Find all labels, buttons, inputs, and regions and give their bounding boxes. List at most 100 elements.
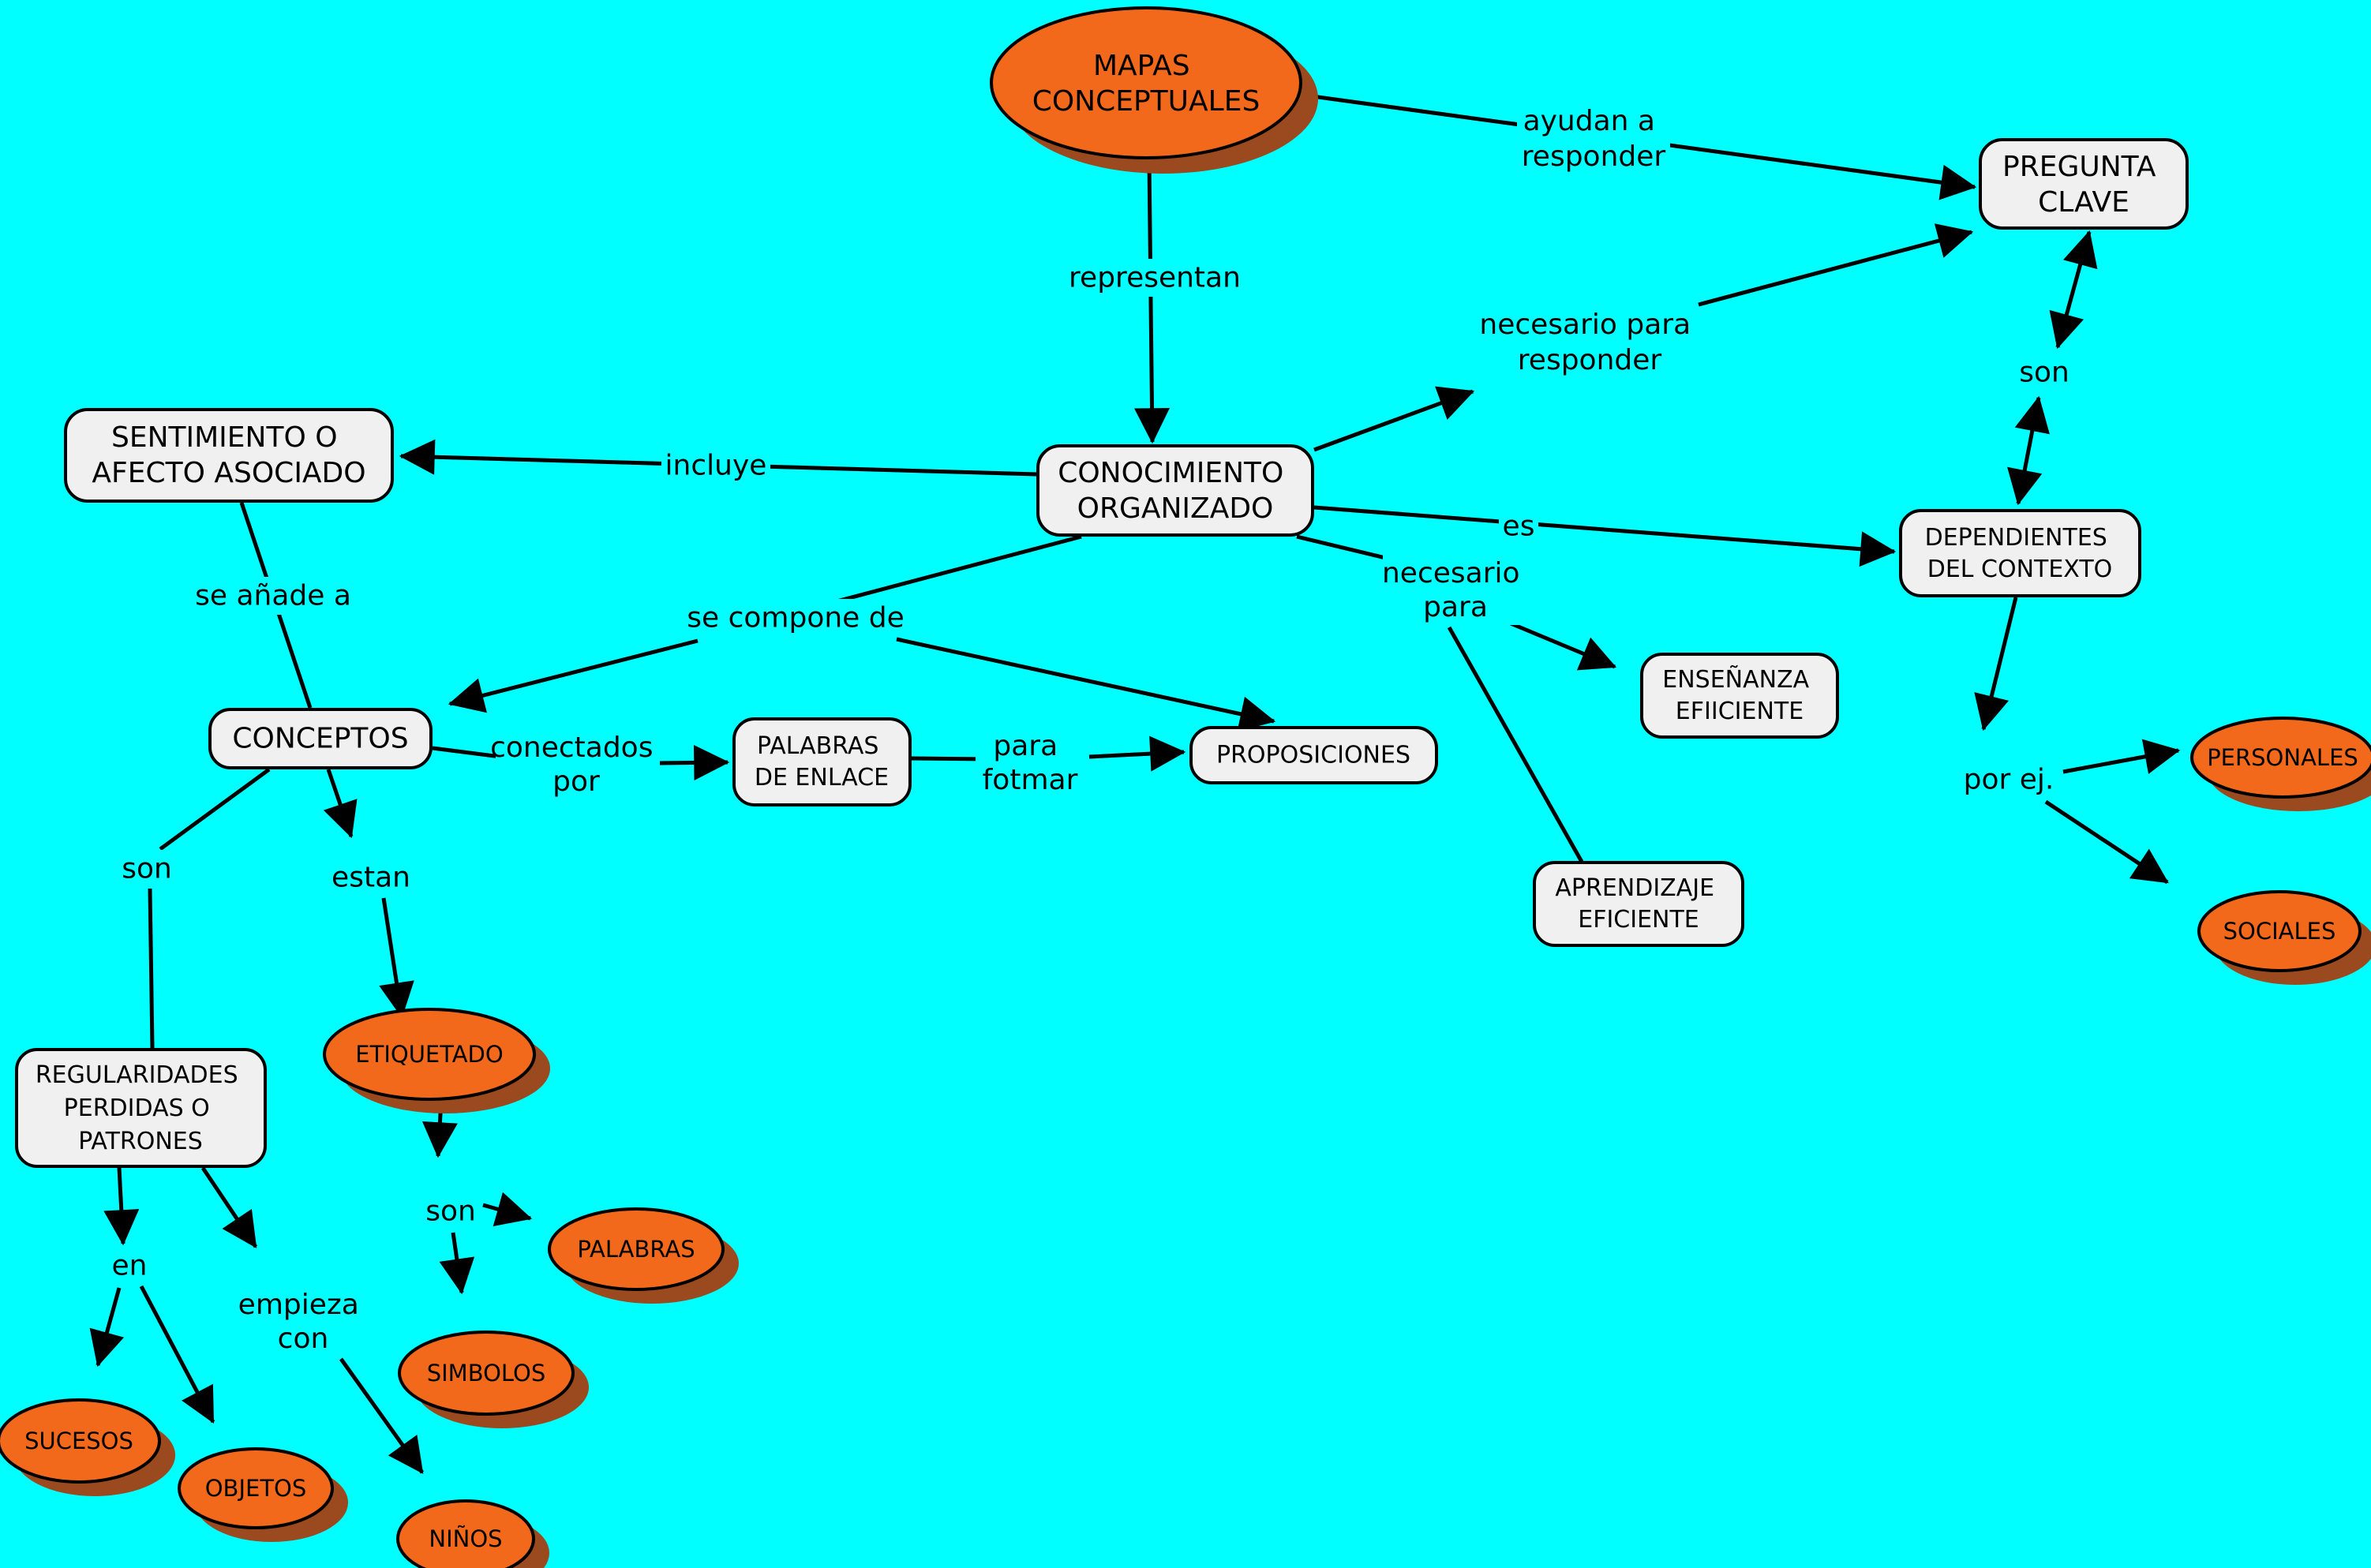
line-fotmar-out — [1088, 735, 1186, 772]
concept-text: NIÑOS — [429, 1525, 502, 1552]
line-son-dependientes — [2007, 395, 2050, 506]
line-personales — [2062, 739, 2181, 774]
label-mask — [976, 727, 1084, 798]
link-text: estan — [331, 862, 410, 894]
link-label-en[interactable]: en — [110, 1247, 149, 1285]
concept-dependientes-contexto[interactable]: DEPENDIENTES DEL CONTEXTO — [1899, 509, 2141, 597]
label-mask — [330, 859, 412, 896]
label-mask — [1499, 507, 1538, 545]
concept-conocimiento-organizado[interactable]: CONOCIMIENTO ORGANIZADO — [1036, 444, 1314, 537]
link-label-incluye[interactable]: incluye — [661, 447, 770, 485]
concept-proposiciones[interactable]: PROPOSICIONES — [1189, 726, 1438, 784]
label-mask — [1517, 101, 1670, 175]
link-label-es[interactable]: es — [1499, 507, 1538, 545]
line-por-ej-in — [1974, 597, 2018, 732]
concept-aprendizaje-eficiente[interactable]: APRENDIZAJE EFICIENTE — [1533, 861, 1744, 947]
link-text: incluye — [665, 450, 767, 482]
concept-etiquetado[interactable]: ETIQUETADO — [323, 1008, 550, 1113]
link-label-se-compone-de[interactable]: se compone de — [687, 599, 905, 637]
ellipse-body — [396, 1499, 535, 1568]
line-estan-etiquetado — [379, 897, 414, 1019]
ellipse-body — [2197, 890, 2362, 972]
link-label-ayudan-a-responder[interactable]: ayudan a responder — [1517, 101, 1670, 175]
link-label-necesario-para[interactable]: necesario para — [1382, 554, 1529, 625]
ellipse-body — [323, 1008, 536, 1101]
concept-text: ETIQUETADO — [355, 1041, 503, 1068]
link-text: son — [122, 853, 172, 885]
concept-simbolos[interactable]: SIMBOLOS — [398, 1330, 589, 1428]
label-mask — [1957, 761, 2061, 799]
line-estan-in — [323, 769, 358, 839]
concept-text: ENSEÑANZA EFIICIENTE — [1662, 665, 1816, 725]
line-son-conceptos-in — [159, 767, 271, 851]
line-son-regularidades — [148, 888, 155, 1049]
link-label-por-ej[interactable]: por ej. — [1957, 761, 2061, 799]
concept-palabras-de-enlace[interactable]: PALABRAS DE ENLACE — [732, 717, 912, 806]
label-mask — [118, 850, 176, 888]
link-text: se compone de — [687, 602, 905, 634]
concept-text: PERSONALES — [2207, 744, 2358, 771]
link-label-se-anade-a[interactable]: se añade a — [191, 577, 355, 615]
concept-sucesos[interactable]: SUCESOS — [0, 1398, 175, 1496]
link-text: es — [1503, 511, 1535, 543]
concept-sentimiento-afecto[interactable]: SENTIMIENTO O AFECTO ASOCIADO — [64, 408, 394, 503]
concept-box — [1899, 509, 2141, 597]
ellipse-body — [398, 1330, 575, 1416]
concept-pregunta-clave[interactable]: PREGUNTA CLAVE — [1979, 138, 2189, 230]
line-aprendizaje — [1447, 626, 1584, 863]
link-label-son-etiquetado[interactable]: son — [421, 1192, 480, 1230]
concept-sociales[interactable]: SOCIALES — [2197, 890, 2371, 985]
concept-text: APRENDIZAJE EFICIENTE — [1555, 874, 1721, 934]
concept-mapas-conceptuales[interactable]: MAPAS CONCEPTUALES — [990, 6, 1318, 174]
concept-ninos[interactable]: NIÑOS — [396, 1499, 549, 1568]
link-label-para-fotmar[interactable]: para fotmar — [976, 727, 1084, 798]
link-label-representan[interactable]: representan — [1067, 259, 1242, 297]
line-en-sucesos — [89, 1287, 125, 1368]
link-labels: representan ayudan a responder necesario… — [110, 101, 2073, 1357]
concept-text: PREGUNTA CLAVE — [2002, 151, 2165, 219]
line-se-compone-in — [812, 534, 1082, 610]
label-mask — [1481, 305, 1699, 379]
concept-box — [15, 1048, 267, 1168]
concept-objetos[interactable]: OBJETOS — [178, 1447, 348, 1542]
concept-text: SOCIALES — [2223, 918, 2336, 945]
link-text: ayudan a responder — [1522, 105, 1666, 173]
concept-box — [732, 717, 912, 806]
link-label-empieza-con[interactable]: empieza con — [238, 1285, 369, 1357]
concept-box — [1640, 653, 1839, 739]
label-mask — [421, 1192, 480, 1230]
ellipse-body — [2190, 717, 2371, 799]
link-label-son-pregunta[interactable]: son — [2015, 354, 2073, 391]
link-text: en — [112, 1250, 148, 1282]
concept-box — [1533, 861, 1744, 947]
link-label-son-conceptos[interactable]: son — [118, 850, 176, 888]
concept-text: CONCEPTOS — [232, 723, 408, 755]
line-son-pregunta — [2049, 230, 2098, 350]
concept-text: CONOCIMIENTO ORGANIZADO — [1058, 457, 1293, 525]
concept-box — [208, 708, 433, 769]
label-mask — [238, 1285, 368, 1357]
concept-box — [1979, 138, 2189, 230]
concept-box — [64, 408, 394, 503]
line-empieza-in — [200, 1166, 258, 1248]
concept-personales[interactable]: PERSONALES — [2190, 717, 2371, 811]
link-label-conectados-por[interactable]: conectados por — [490, 728, 662, 799]
concept-ensenanza-eficiente[interactable]: ENSEÑANZA EFIICIENTE — [1640, 653, 1839, 739]
link-text: para fotmar — [983, 730, 1078, 796]
ellipse-body — [0, 1398, 161, 1484]
link-text: son — [425, 1196, 476, 1228]
link-text: representan — [1069, 262, 1241, 294]
line-se-compone-proposiciones — [896, 637, 1276, 732]
link-lines — [89, 92, 2181, 1474]
concept-palabras[interactable]: PALABRAS — [548, 1207, 739, 1304]
concept-conceptos[interactable]: CONCEPTOS — [208, 708, 433, 769]
label-mask — [2015, 354, 2073, 391]
link-label-estan[interactable]: estan — [330, 859, 412, 896]
link-label-necesario-para-responder[interactable]: necesario para responder — [1479, 305, 1699, 379]
line-representan — [1134, 159, 1171, 444]
concept-text: OBJETOS — [205, 1475, 307, 1502]
line-en-in — [103, 1167, 140, 1246]
ellipse-body — [178, 1447, 334, 1529]
concept-regularidades-patrones[interactable]: REGULARIDADES PERDIDAS O PATRONES — [15, 1048, 267, 1168]
